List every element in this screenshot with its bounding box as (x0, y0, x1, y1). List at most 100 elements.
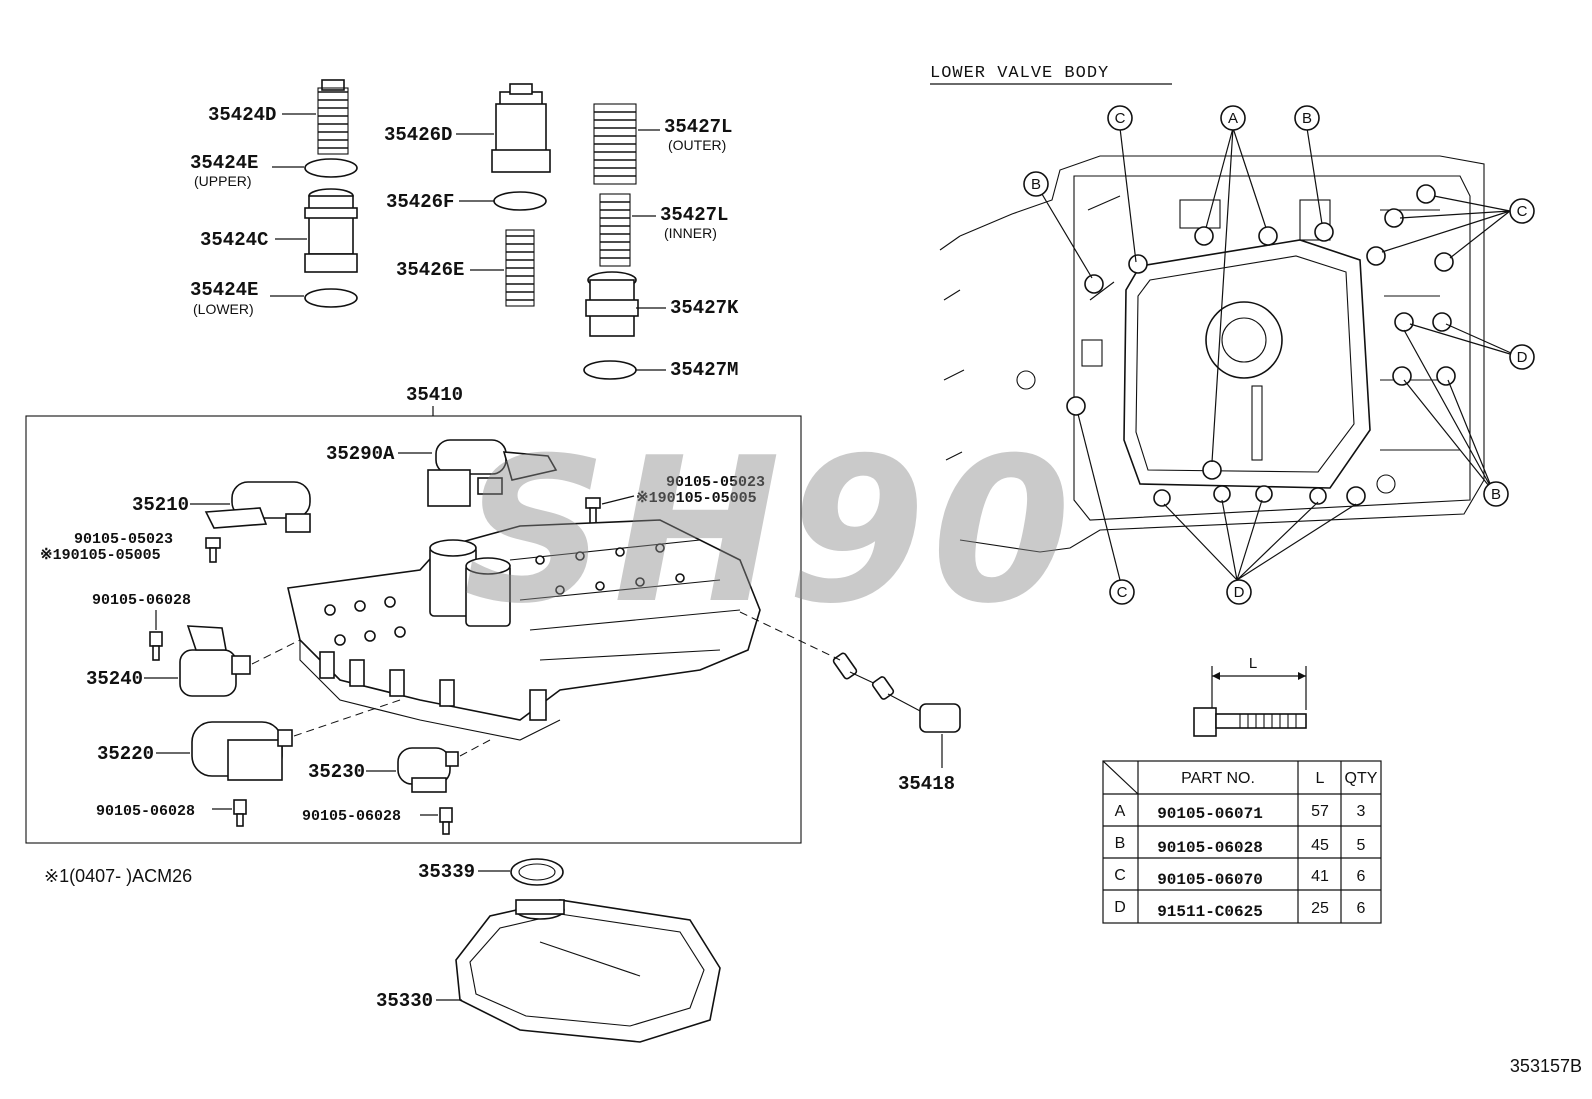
svg-text:90105-06028: 90105-06028 (1157, 839, 1263, 857)
part-35424E-upper-ring (304, 158, 358, 178)
callout-d-right: D (1509, 344, 1535, 370)
svg-text:B: B (1302, 110, 1312, 127)
dimension-l-label: L (1249, 655, 1257, 672)
label-bolt-b2: ※190105-05005 (40, 547, 161, 564)
label-35330: 35330 (376, 990, 433, 1012)
svg-text:3: 3 (1357, 803, 1366, 820)
part-35290A-solenoid (427, 439, 558, 507)
svg-text:91511-C0625: 91511-C0625 (1157, 903, 1263, 921)
table-row: C 90105-06070 41 6 (1114, 867, 1365, 889)
bolt-length-sketch (1193, 666, 1307, 737)
label-35427M: 35427M (670, 359, 738, 381)
callout-c-top: C (1107, 105, 1133, 131)
bolt-90105-06028-upper (149, 631, 163, 661)
part-35210-solenoid (204, 481, 311, 533)
part-35426D-valve (491, 83, 551, 173)
label-35418: 35418 (898, 773, 955, 795)
callout-b-top: B (1294, 105, 1320, 131)
callout-d-bottom: D (1226, 579, 1252, 605)
label-35424E-upper: 35424E (190, 152, 258, 174)
label-35339: 35339 (418, 861, 475, 883)
label-bolt-b1: 90105-05023 (74, 531, 173, 548)
label-35424D: 35424D (208, 104, 276, 126)
part-35230-solenoid (397, 747, 459, 793)
table-row: A 90105-06071 57 3 (1115, 803, 1366, 823)
callout-a-top: A (1220, 105, 1246, 131)
part-35240-solenoid (179, 625, 251, 697)
label-lower: (LOWER) (193, 301, 254, 317)
svg-text:C: C (1114, 867, 1126, 884)
svg-text:6: 6 (1357, 900, 1366, 917)
label-35220: 35220 (97, 743, 154, 765)
label-35424C: 35424C (200, 229, 268, 251)
svg-text:D: D (1234, 584, 1245, 601)
label-35427L-inner: 35427L (660, 204, 728, 226)
label-35230: 35230 (308, 761, 365, 783)
label-inner: (INNER) (664, 225, 717, 241)
svg-text:57: 57 (1311, 803, 1329, 820)
label-35424E-lower: 35424E (190, 279, 258, 301)
svg-text:C: C (1115, 110, 1126, 127)
bolt-table: PART NO. L QTY A 90105-06071 57 3 B 9010… (1102, 760, 1382, 924)
label-35426E: 35426E (396, 259, 464, 281)
callout-c-bottom: C (1109, 579, 1135, 605)
valve-body-assembly (287, 519, 761, 741)
label-bolt-d: 90105-06028 (96, 803, 195, 820)
assembly-frame (25, 415, 802, 844)
table-row: B 90105-06028 45 5 (1115, 835, 1366, 857)
section-title: LOWER VALVE BODY (930, 64, 1109, 83)
svg-text:6: 6 (1357, 868, 1366, 885)
table-header-qty: QTY (1345, 770, 1378, 787)
label-35240: 35240 (86, 668, 143, 690)
part-35427L-inner-spring (599, 193, 631, 267)
note-text: ※1(0407- )ACM26 (44, 866, 192, 886)
part-35427K-sleeve (585, 271, 639, 337)
label-bolt-e: 90105-06028 (302, 808, 401, 825)
svg-text:A: A (1228, 110, 1238, 127)
svg-text:D: D (1517, 349, 1528, 366)
callout-b-left: B (1023, 171, 1049, 197)
part-35424C-sleeve (304, 188, 358, 273)
svg-text:C: C (1117, 584, 1128, 601)
label-upper: (UPPER) (194, 173, 252, 189)
svg-text:B: B (1115, 835, 1126, 852)
part-35424E-lower-ring (304, 288, 358, 308)
label-35426F: 35426F (386, 191, 454, 213)
svg-text:B: B (1491, 486, 1501, 503)
lower-valve-body-view (939, 127, 1521, 581)
table-header-l: L (1316, 770, 1325, 787)
part-35330-strainer (455, 899, 721, 1043)
part-35427M-ring (583, 360, 637, 380)
table-header-part-no: PART NO. (1181, 770, 1255, 787)
part-35427L-outer-spring (593, 103, 637, 185)
label-bolt-a1: 90105-05023 (666, 474, 765, 491)
svg-text:90105-06071: 90105-06071 (1157, 805, 1263, 823)
svg-text:A: A (1115, 803, 1126, 820)
part-35220-solenoid (191, 721, 293, 781)
callout-c-right: C (1509, 198, 1535, 224)
part-35426E-spring (505, 229, 535, 307)
label-35210: 35210 (132, 494, 189, 516)
watermark: SH90 (463, 415, 1077, 648)
part-35424D-spring (317, 79, 349, 155)
svg-text:41: 41 (1311, 868, 1329, 885)
callout-b-right: B (1483, 481, 1509, 507)
part-35426F-ring (493, 191, 547, 211)
svg-text:90105-06070: 90105-06070 (1157, 871, 1263, 889)
label-outer: (OUTER) (668, 137, 726, 153)
label-35410: 35410 (406, 384, 463, 406)
svg-text:C: C (1517, 203, 1528, 220)
table-row: D 91511-C0625 25 6 (1114, 899, 1365, 921)
svg-text:45: 45 (1311, 837, 1329, 854)
label-35426D: 35426D (384, 124, 452, 146)
svg-text:25: 25 (1311, 900, 1329, 917)
label-bolt-a2: ※190105-05005 (636, 490, 757, 507)
bolt-90105-06028-right (439, 807, 453, 835)
bolt-90105-06028-lower (233, 799, 247, 827)
label-35427K: 35427K (670, 297, 739, 319)
label-bolt-c: 90105-06028 (92, 592, 191, 609)
drawing-number: 353157B (1510, 1056, 1582, 1076)
svg-text:B: B (1031, 176, 1041, 193)
label-35290A: 35290A (326, 443, 395, 465)
